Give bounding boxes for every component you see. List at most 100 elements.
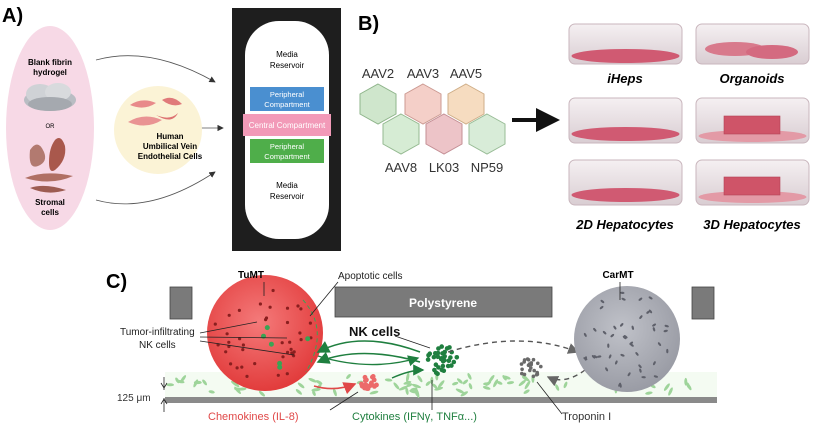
cardiac-cell (622, 335, 627, 340)
tumor-cell (299, 338, 303, 342)
hydrogel-cell (297, 382, 305, 389)
tumor-cell (285, 320, 290, 325)
hydrogel-cell (506, 381, 515, 385)
hydrogel-cell (415, 388, 420, 399)
hydrogel-cell (452, 381, 459, 386)
hydrogel-cell (434, 386, 444, 391)
huvec-group: Human Umbilical Vein Endothelial Cells (114, 86, 203, 174)
hydrogel-cell (166, 383, 175, 387)
capsid-lk03: LK03 (429, 160, 459, 175)
nk-cell-cluster (425, 344, 460, 377)
hydrogel-cell (295, 389, 302, 395)
chemokine-dot (363, 378, 368, 384)
tumor-cell (258, 302, 262, 306)
hydrogel-cell (521, 376, 530, 382)
hydrogel-cell (411, 383, 421, 389)
periph-top-1: Peripheral (270, 90, 305, 99)
tumor-cell (241, 343, 245, 347)
tumor-cell (224, 350, 228, 354)
hydrogel-cell (398, 385, 409, 391)
arrow-top (95, 55, 216, 83)
dish-3d-mid (695, 97, 810, 144)
infiltrating-nk-cell (277, 364, 283, 370)
hydrogel-icon (24, 83, 76, 111)
central-compartment (243, 114, 331, 136)
huvec-circle (114, 86, 202, 174)
tumor-cell (227, 313, 231, 317)
tumor-cell (238, 337, 242, 341)
troponin-dot (531, 357, 536, 362)
hydrogel-cell (460, 391, 469, 397)
hydrogel-cell (455, 388, 465, 394)
huvec-label-3: Endothelial Cells (138, 152, 203, 161)
hydrogel-cell (518, 379, 526, 387)
cardiac-cell (608, 354, 612, 359)
til-label-1: Tumor-infiltrating (120, 327, 195, 338)
infiltrating-nk-cell (277, 360, 283, 366)
troponin-dot (536, 361, 540, 366)
capsid-aav2: AAV2 (362, 66, 394, 81)
hydrogel-cell (315, 380, 323, 385)
dish-grid: iHeps Organoids 2D Hepatocytes 3D Hepato… (568, 23, 810, 232)
dish-2d-bottom (568, 159, 683, 206)
endothelial-cells-icon (128, 97, 182, 126)
post-left (169, 286, 193, 320)
capsid-icons (359, 83, 506, 155)
infiltrating-nk-cell (305, 336, 311, 342)
chemokines-label: Chemokines (IL-8) (208, 411, 298, 423)
cardiac-cell (583, 357, 588, 361)
cardiac-cell (597, 355, 602, 358)
chemokine-arrow (313, 382, 357, 395)
troponin-label: Troponin I (562, 411, 611, 423)
hydrogel-cell (437, 380, 445, 388)
chemokine-dot (359, 383, 365, 389)
hydrogel-cell (523, 389, 530, 394)
cardiac-cell (602, 330, 607, 335)
tumor-cell (299, 307, 303, 311)
cardiac-cell (638, 364, 642, 369)
hydrogel-cell (482, 386, 491, 390)
cardiac-cell (591, 355, 596, 359)
cardiac-cell (635, 352, 639, 356)
peripheral-top (250, 87, 324, 111)
cardiac-cell (641, 376, 646, 379)
capsid-labels: AAV2 AAV3 AAV5 AAV8 LK03 NP59 (362, 66, 503, 175)
left-ellipse (6, 26, 94, 230)
til-label-2: NK cells (139, 340, 176, 351)
cardiac-cell (627, 372, 631, 377)
hydrogel-cell (417, 375, 423, 383)
cardiac-cell (664, 324, 669, 328)
nk-arrow-1 (316, 340, 421, 353)
cardiac-cell (599, 305, 604, 310)
troponin-dot (520, 367, 524, 372)
nk-cell (439, 367, 445, 373)
chemokine-pointer (329, 391, 359, 411)
fibrin-label-1: Blank fibrin (28, 58, 72, 67)
cardiac-cell (623, 335, 628, 339)
cardiac-cell (646, 310, 651, 314)
nk-cell (432, 367, 437, 373)
nk-cell (425, 357, 431, 362)
cardiac-cell (605, 367, 609, 372)
nk-arrow-3 (317, 355, 420, 367)
dish-2d-mid (568, 97, 683, 144)
tumor-cell (227, 340, 231, 344)
cytokine-arrow (391, 364, 425, 379)
cardiac-cell (593, 355, 598, 359)
dish-label-iheps: iHeps (607, 71, 642, 86)
nk-cell (445, 363, 451, 369)
troponin-dot (532, 368, 536, 373)
tumor-cell (289, 347, 293, 351)
substrate-bar (165, 397, 717, 403)
troponin-dot (519, 362, 524, 366)
stromal-label-2: cells (41, 208, 59, 217)
troponin-dot (522, 372, 527, 377)
hydrogel-cell (208, 390, 215, 394)
tumor-cell (229, 362, 233, 366)
cardiac-cell (630, 343, 634, 347)
arrow-bottom (95, 171, 216, 205)
cardiac-cell (619, 383, 622, 388)
capsid-np59: NP59 (471, 160, 504, 175)
media-top-1: Media (276, 50, 298, 59)
